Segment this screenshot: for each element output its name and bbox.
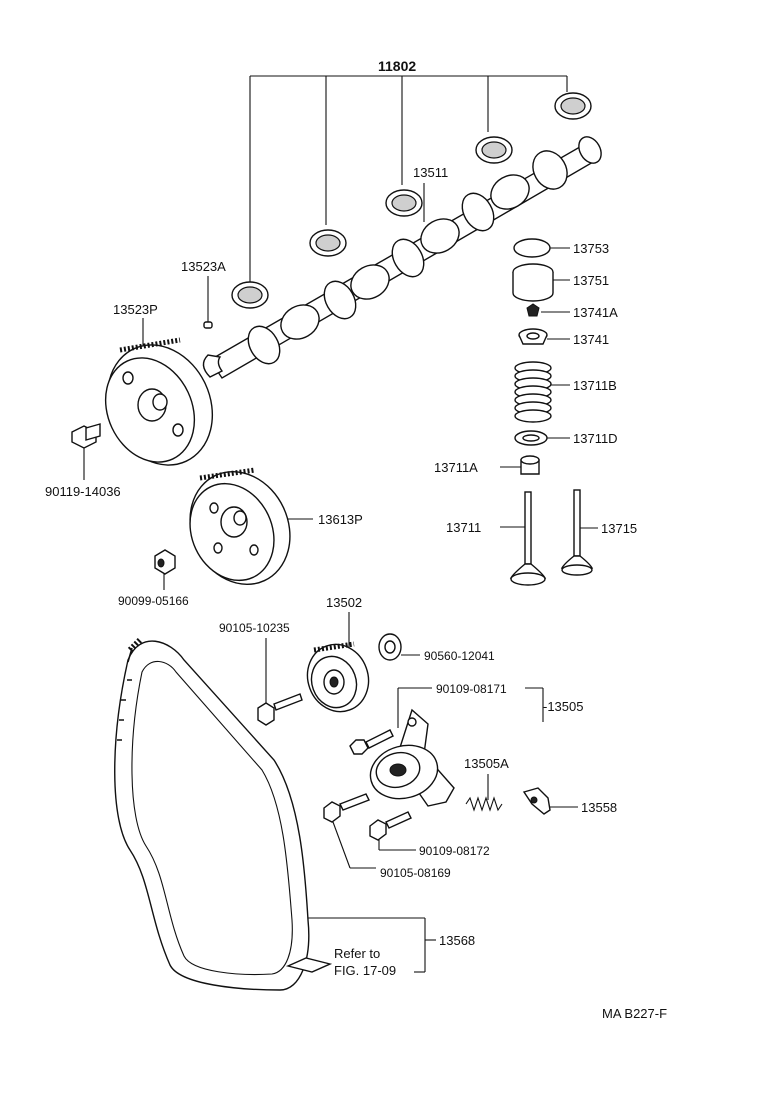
label-90109-08172: 90109-08172	[419, 844, 490, 858]
bearing-shell-3	[385, 189, 423, 217]
bearing-group-11802: 11802	[231, 58, 592, 309]
refer-line-1: Refer to	[334, 946, 380, 961]
label-90105-10235: 90105-10235	[219, 621, 290, 635]
exhaust-valve-13715: 13715	[560, 489, 637, 576]
camshaft-13511: 13511	[202, 136, 602, 379]
bolt-90105-10235: 90105-10235	[219, 621, 303, 726]
label-90560-12041: 90560-12041	[424, 649, 495, 663]
washer-90560-12041: 90560-12041	[378, 633, 495, 663]
label-13613P: 13613P	[318, 512, 363, 527]
label-13505A: 13505A	[464, 756, 509, 771]
label-13711B: 13711B	[573, 378, 617, 393]
camshaft-pulley-13523P: 13523P	[104, 302, 214, 466]
valve-seal-13711A: 13711A	[434, 455, 540, 475]
label-13505: -13505	[543, 699, 583, 714]
label-90099-05166: 90099-05166	[118, 594, 189, 608]
bracket-13558: 13558	[522, 787, 617, 815]
valve-shim-13753: 13753	[513, 238, 609, 258]
spring-retainer-13741: 13741	[518, 328, 609, 347]
valve-lifter-13751: 13751	[512, 263, 609, 302]
label-13751: 13751	[573, 273, 609, 288]
label-13711D: 13711D	[573, 431, 618, 446]
spring-seat-13711D: 13711D	[514, 430, 618, 446]
bearing-shell-4	[475, 136, 513, 164]
nut-90099-05166: 90099-05166	[118, 549, 189, 608]
label-13558: 13558	[581, 800, 617, 815]
timing-belt-13568: 13568	[114, 637, 475, 991]
bolt-90109-08172: 90109-08172	[369, 811, 490, 858]
refer-note: Refer to FIG. 17-09	[285, 946, 396, 978]
label-13523P: 13523P	[113, 302, 158, 317]
label-90105-08169: 90105-08169	[380, 866, 451, 880]
label-13753: 13753	[573, 241, 609, 256]
tensioner-bolt-upper	[349, 729, 394, 755]
key-13523A: 13523A	[181, 259, 226, 329]
label-13523A: 13523A	[181, 259, 226, 274]
refer-line-2: FIG. 17-09	[334, 963, 396, 978]
crank-pulley-13613P: 13613P	[189, 467, 363, 586]
bolt-90105-08169: 90105-08169	[323, 793, 451, 880]
bolt-90119-14036: 90119-14036	[45, 423, 121, 499]
label-13711A: 13711A	[434, 460, 478, 475]
label-11802: 11802	[378, 58, 416, 74]
tensioner-13505: 90109-08171 -13505	[369, 682, 583, 807]
idler-pulley-13502: 13502	[306, 595, 370, 713]
bearing-shell-5	[554, 92, 592, 120]
label-90119-14036: 90119-14036	[45, 484, 121, 499]
label-13568: 13568	[439, 933, 475, 948]
label-13711: 13711	[446, 520, 481, 535]
label-13741: 13741	[573, 332, 609, 347]
label-90109-08171: 90109-08171	[436, 682, 507, 696]
diagram-code: MA B227-F	[602, 1006, 667, 1021]
label-13715: 13715	[601, 521, 637, 536]
label-13502: 13502	[326, 595, 362, 610]
bearing-shell-1	[231, 281, 269, 309]
valve-spring-13711B: 13711B	[514, 361, 617, 423]
bearing-shell-2	[309, 229, 347, 257]
tension-spring-13505A: 13505A	[464, 756, 509, 812]
intake-valve-13711: 13711	[446, 491, 547, 586]
label-13741A: 13741A	[573, 305, 618, 320]
label-13511: 13511	[413, 165, 448, 180]
valve-keeper-13741A: 13741A	[526, 303, 618, 320]
